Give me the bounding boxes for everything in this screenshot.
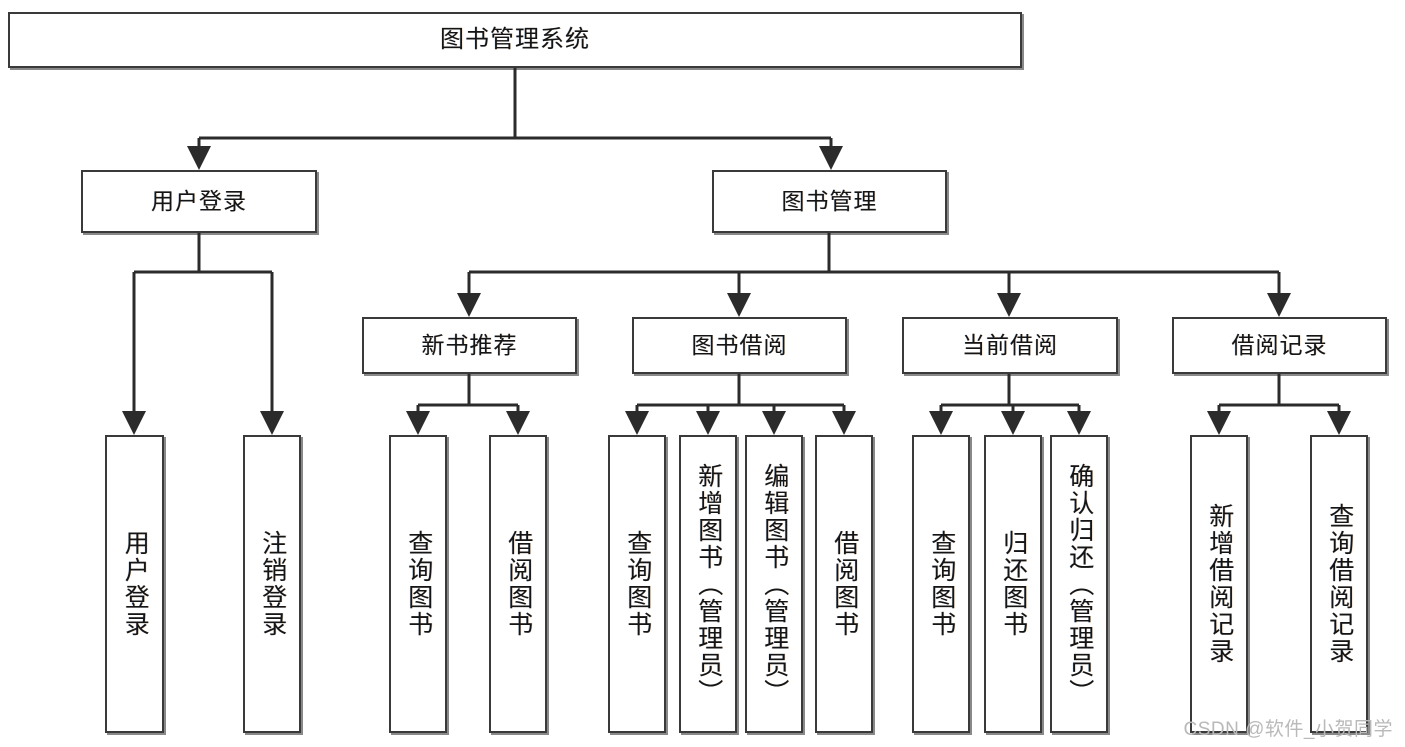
- node-current-borrow[interactable]: 当前借阅: [902, 317, 1118, 374]
- node-book-management[interactable]: 图书管理: [712, 170, 947, 233]
- node-user-logout-action-label: 注销登录: [258, 530, 287, 638]
- node-query-books-recommend[interactable]: 查询图书: [389, 435, 447, 733]
- node-root-label: 图书管理系统: [440, 26, 590, 54]
- node-query-books-borrow-label: 查询图书: [623, 530, 652, 638]
- node-query-books-current[interactable]: 查询图书: [912, 435, 970, 733]
- node-root[interactable]: 图书管理系统: [8, 12, 1022, 68]
- node-query-books-recommend-label: 查询图书: [404, 530, 433, 638]
- node-user-login[interactable]: 用户登录: [81, 170, 317, 233]
- node-query-books-borrow[interactable]: 查询图书: [608, 435, 666, 733]
- node-add-book-admin[interactable]: 新增图书（管理员）: [679, 435, 737, 733]
- node-borrow-book-action[interactable]: 借阅图书: [815, 435, 873, 733]
- node-add-book-admin-label: 新增图书（管理员）: [694, 462, 723, 706]
- node-query-borrow-record[interactable]: 查询借阅记录: [1310, 435, 1368, 733]
- node-confirm-return-admin[interactable]: 确认归还（管理员）: [1050, 435, 1108, 733]
- node-borrow-book-action-label: 借阅图书: [830, 530, 859, 638]
- node-edit-book-admin-label: 编辑图书（管理员）: [760, 462, 789, 706]
- node-user-login-label: 用户登录: [151, 188, 247, 215]
- node-new-book-recommend[interactable]: 新书推荐: [362, 317, 577, 374]
- node-confirm-return-admin-label: 确认归还（管理员）: [1065, 462, 1094, 706]
- node-edit-book-admin[interactable]: 编辑图书（管理员）: [745, 435, 803, 733]
- node-return-books[interactable]: 归还图书: [984, 435, 1042, 733]
- node-user-login-action[interactable]: 用户登录: [105, 435, 164, 733]
- node-query-borrow-record-label: 查询借阅记录: [1325, 503, 1354, 665]
- node-add-borrow-record[interactable]: 新增借阅记录: [1190, 435, 1248, 733]
- node-user-login-action-label: 用户登录: [121, 530, 150, 638]
- node-return-books-label: 归还图书: [999, 530, 1028, 638]
- node-query-books-current-label: 查询图书: [927, 530, 956, 638]
- node-current-borrow-label: 当前借阅: [962, 332, 1058, 359]
- node-book-management-label: 图书管理: [781, 188, 878, 215]
- node-new-book-recommend-label: 新书推荐: [421, 332, 518, 359]
- node-borrow-books-recommend[interactable]: 借阅图书: [489, 435, 547, 733]
- node-borrow-records-label: 借阅记录: [1231, 332, 1328, 359]
- node-book-borrow[interactable]: 图书借阅: [632, 317, 847, 374]
- node-borrow-records[interactable]: 借阅记录: [1172, 317, 1387, 374]
- node-user-logout-action[interactable]: 注销登录: [243, 435, 301, 733]
- watermark-text: CSDN @软件_小贺同学: [1183, 719, 1393, 740]
- node-add-borrow-record-label: 新增借阅记录: [1205, 503, 1234, 665]
- node-borrow-books-recommend-label: 借阅图书: [504, 530, 533, 638]
- node-book-borrow-label: 图书借阅: [691, 332, 788, 359]
